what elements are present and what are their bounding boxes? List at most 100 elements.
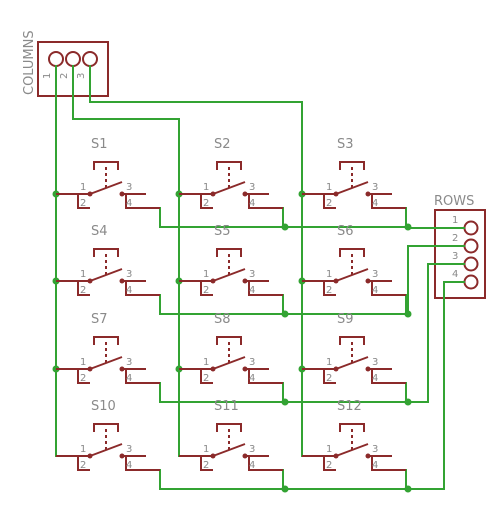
switch-contact (333, 278, 339, 284)
switch-pin-2-label: 2 (80, 198, 86, 209)
switch-cap (216, 248, 242, 257)
switch-contact (365, 278, 371, 284)
switch-pin-1-label: 1 (80, 444, 86, 455)
columns-pin-3-pad (82, 51, 98, 67)
switch-pin-1-label: 1 (203, 444, 209, 455)
columns-pin-2-label: 2 (59, 73, 70, 79)
switch-pin-1-label: 1 (203, 269, 209, 280)
switch-pin-4-label: 4 (126, 285, 132, 296)
columns-connector[interactable]: COLUMNS 1 2 3 (22, 30, 109, 97)
switch-pin-2-label: 2 (203, 373, 209, 384)
switch-right-foot (371, 369, 406, 384)
junction-dot (281, 485, 289, 493)
switch-right-foot (371, 194, 406, 209)
switch-pin-2-label: 2 (326, 373, 332, 384)
switch-pin-4-label: 4 (249, 460, 255, 471)
rows-pin-4-label: 4 (452, 269, 458, 280)
rows-pin-1-label: 1 (452, 215, 458, 226)
columns-label: COLUMNS (22, 30, 37, 95)
rows-pin-3-pad (463, 256, 479, 272)
switch-pin-1-label: 1 (326, 357, 332, 368)
switch-pin-4-label: 4 (249, 373, 255, 384)
switch-cap (93, 248, 119, 257)
switch-cap (339, 248, 365, 257)
switch-pin-1-label: 1 (203, 357, 209, 368)
switch-pin-3-label: 3 (249, 444, 255, 455)
switch-pin-4-label: 4 (372, 373, 378, 384)
switch-label: S11 (214, 399, 239, 414)
switch-left-foot (77, 456, 90, 471)
switch-pin-3-label: 3 (249, 182, 255, 193)
switch-label: S8 (214, 312, 231, 327)
switch-pin-3-label: 3 (372, 182, 378, 193)
columns-pin-3-label: 3 (76, 73, 87, 79)
switch-pin-3-label: 3 (249, 357, 255, 368)
switch-label: S5 (214, 224, 231, 239)
junction-dot (404, 310, 412, 318)
switch-contact (210, 366, 216, 372)
switch-s8[interactable]: S8 1 2 3 4 (179, 312, 283, 384)
switch-pin-4-label: 4 (126, 198, 132, 209)
switch-contact (242, 366, 248, 372)
columns-pin-1-label: 1 (42, 73, 53, 79)
switch-label: S9 (337, 312, 354, 327)
switch-pin-3-label: 3 (126, 182, 132, 193)
rows-label: ROWS (434, 194, 474, 209)
switch-contact (119, 278, 125, 284)
switch-pin-3-label: 3 (126, 444, 132, 455)
switch-pin-2-label: 2 (203, 198, 209, 209)
switch-contact (333, 453, 339, 459)
switch-right-foot (248, 456, 283, 471)
switch-label: S6 (337, 224, 354, 239)
switch-pin-2-label: 2 (326, 460, 332, 471)
switch-left-foot (77, 194, 90, 209)
switch-pin-4-label: 4 (372, 285, 378, 296)
switch-right-foot (371, 281, 406, 296)
switch-left-foot (323, 456, 336, 471)
rows-pin-1-pad (463, 220, 479, 236)
switch-contact (119, 453, 125, 459)
switch-pin-2-label: 2 (203, 285, 209, 296)
switch-contact (210, 278, 216, 284)
switch-left-foot (323, 281, 336, 296)
switch-contact (210, 191, 216, 197)
junction-dot (404, 223, 412, 231)
switch-left-foot (200, 456, 213, 471)
row-3-to-connector (407, 263, 465, 403)
rows-connector-body (434, 209, 486, 299)
junction-dot (404, 485, 412, 493)
switch-cap (216, 161, 242, 170)
switch-label: S3 (337, 137, 354, 152)
switch-cap (93, 423, 119, 432)
switch-left-foot (77, 369, 90, 384)
switch-right-foot (248, 369, 283, 384)
row-2-to-connector (407, 245, 465, 255)
switch-contact (210, 453, 216, 459)
rows-pin-3-label: 3 (452, 251, 458, 262)
switch-label: S12 (337, 399, 362, 414)
switch-contact (365, 191, 371, 197)
rows-pin-2-pad (463, 238, 479, 254)
switch-label: S2 (214, 137, 231, 152)
columns-pin-1-pad (48, 51, 64, 67)
switch-contact (242, 278, 248, 284)
switch-left-foot (200, 194, 213, 209)
switch-cap (216, 423, 242, 432)
switch-contact (365, 453, 371, 459)
switch-cap (339, 161, 365, 170)
switch-left-foot (200, 369, 213, 384)
switch-label: S1 (91, 137, 108, 152)
switch-pin-1-label: 1 (326, 444, 332, 455)
switch-contact (365, 366, 371, 372)
